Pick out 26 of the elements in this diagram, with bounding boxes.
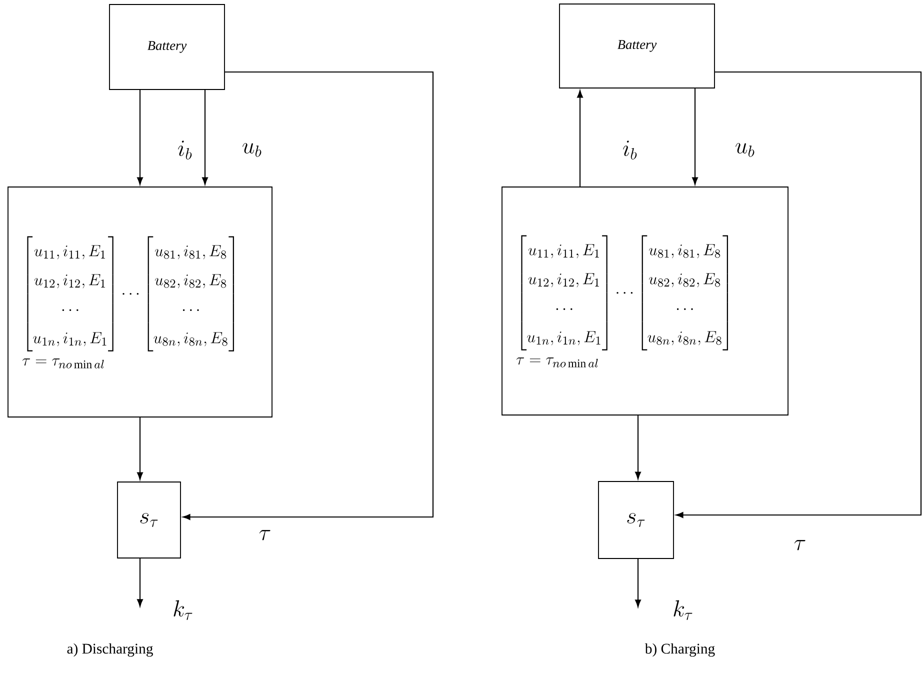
edge-label: $k_\tau$ [671,598,695,622]
caption: a) Discharging [67,643,153,657]
arrow [692,88,698,185]
arrow [137,90,143,185]
arrow [635,558,641,608]
arrow [137,558,143,607]
arrow [676,71,922,518]
arrow [577,90,583,187]
battery-box: Battery [109,4,225,90]
caption: b) Charging [644,643,715,657]
edge-label: $\tau$ [257,528,273,542]
parameter-matrix-box: $\begin{bmatrix}u_{11},i_{11},E_1\\u_{12},i_{12},E_1\\\cdots\\u_{1n},i_{1n},E_1\end{bmatrix}\cdots\begin{bmatrix}u_{81},i_{81},E_8\\u_{82},i_{82},E_8\\\cdots\\u_{8n},i_{8n},E_8\end{bmatrix}$ $\tau=\tau_{no\min al}$ [502,186,788,416]
parameter-matrix-box: $\begin{bmatrix}u_{11},i_{11},E_1\\u_{12},i_{12},E_1\\\cdots\\u_{1n},i_{1n},E_1\end{bmatrix}\cdots\begin{bmatrix}u_{81},i_{81},E_8\\u_{82},i_{82},E_8\\\cdots\\u_{8n},i_{8n},E_8\end{bmatrix}$ $\tau=\tau_{no\min al}$ [8,186,272,418]
edge-label: $i_b$ [176,139,194,161]
battery-box: Battery [559,4,715,88]
selector-box: $s_\tau$ [598,481,674,559]
edge-label: $u_b$ [240,142,264,158]
arrow [635,415,641,480]
edge-label: $i_b$ [621,139,639,161]
edge-label: $u_b$ [734,142,756,158]
arrow [182,71,434,520]
edge-label: $k_\tau$ [171,598,195,622]
edge-label: $\tau$ [792,538,808,552]
arrow [202,90,208,185]
selector-box: $s_\tau$ [117,482,181,558]
arrow [137,417,143,480]
